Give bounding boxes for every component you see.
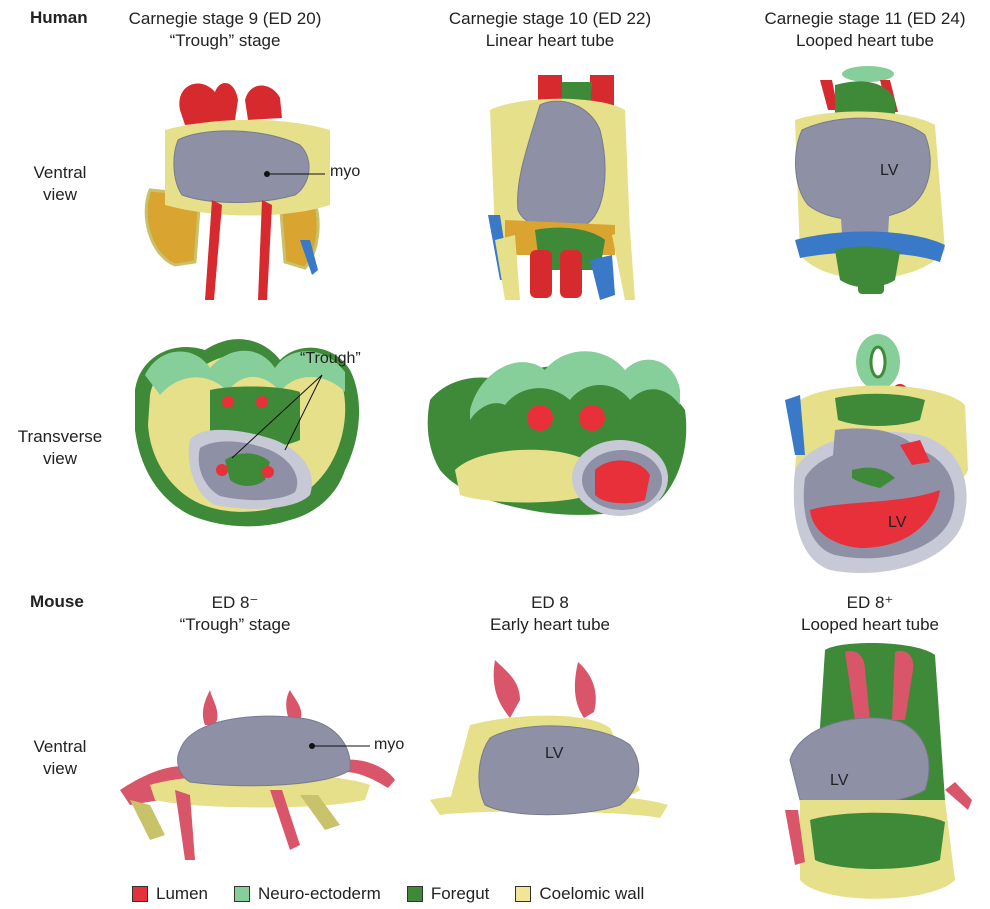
mouse-ventral-ed8: [430, 660, 668, 818]
annotation-myo-mouse: myo: [374, 736, 404, 754]
legend-item-neuro-ectoderm: Neuro-ectoderm: [234, 884, 381, 904]
human-transverse-cs10: [428, 351, 687, 516]
human-ventral-cs10: [488, 75, 635, 300]
human-ventral-cs11: [795, 66, 945, 294]
mouse-ventral-ed8minus: [120, 690, 395, 860]
legend-label-coelomic-wall: Coelomic wall: [539, 884, 644, 904]
legend-label-foregut: Foregut: [431, 884, 490, 904]
legend-swatch-foregut: [407, 886, 423, 902]
legend-item-foregut: Foregut: [407, 884, 490, 904]
legend-swatch-coelomic-wall: [515, 886, 531, 902]
mouse-ventral-ed8plus: [785, 643, 972, 899]
annotation-myo-human: myo: [330, 163, 360, 181]
legend: Lumen Neuro-ectoderm Foregut Coelomic wa…: [132, 884, 670, 904]
annotation-lv-human-transverse: LV: [888, 514, 906, 532]
legend-item-coelomic-wall: Coelomic wall: [515, 884, 644, 904]
human-transverse-cs11: [785, 334, 968, 573]
annotation-lv-mouse-col2: LV: [545, 745, 563, 763]
annotation-lv-human-ventral: LV: [880, 162, 898, 180]
legend-label-lumen: Lumen: [156, 884, 208, 904]
legend-item-lumen: Lumen: [132, 884, 208, 904]
annotation-trough: “Trough”: [300, 350, 361, 368]
legend-swatch-neuro-ectoderm: [234, 886, 250, 902]
legend-label-neuro-ectoderm: Neuro-ectoderm: [258, 884, 381, 904]
human-ventral-cs9: [146, 83, 330, 300]
legend-swatch-lumen: [132, 886, 148, 902]
annotation-lv-mouse-col3: LV: [830, 772, 848, 790]
